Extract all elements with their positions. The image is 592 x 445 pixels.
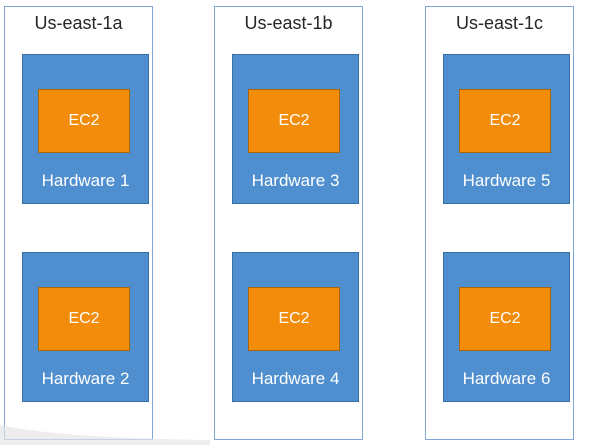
hardware-label: Hardware 1 <box>41 171 130 190</box>
hardware-label: Hardware 2 <box>41 369 130 388</box>
ec2-instance-box: EC2 <box>459 287 551 351</box>
ec2-label: EC2 <box>489 112 521 129</box>
ec2-label: EC2 <box>278 112 310 129</box>
ec2-label: EC2 <box>68 310 100 327</box>
hardware-label: Hardware 5 <box>462 171 551 190</box>
hardware-box: EC2 Hardware 6 <box>443 252 570 402</box>
hardware-box: EC2 Hardware 4 <box>232 252 359 402</box>
hardware-box: EC2 Hardware 1 <box>22 54 149 204</box>
availability-zone-us-east-1a: Us-east-1a EC2 Hardware 1 EC2 Hardware 2 <box>4 6 153 440</box>
ec2-label: EC2 <box>278 310 310 327</box>
hardware-label: Hardware 3 <box>251 171 340 190</box>
ec2-instance-box: EC2 <box>248 287 340 351</box>
hardware-label: Hardware 4 <box>251 369 340 388</box>
ec2-instance-box: EC2 <box>38 89 130 153</box>
ec2-label: EC2 <box>489 310 521 327</box>
ec2-instance-box: EC2 <box>459 89 551 153</box>
ec2-instance-box: EC2 <box>248 89 340 153</box>
zone-title: Us-east-1c <box>455 13 544 33</box>
hardware-box: EC2 Hardware 2 <box>22 252 149 402</box>
zone-title: Us-east-1a <box>34 13 123 33</box>
hardware-box: EC2 Hardware 3 <box>232 54 359 204</box>
ec2-instance-box: EC2 <box>38 287 130 351</box>
ec2-label: EC2 <box>68 112 100 129</box>
availability-zone-us-east-1b: Us-east-1b EC2 Hardware 3 EC2 Hardware 4 <box>214 6 363 440</box>
availability-zone-us-east-1c: Us-east-1c EC2 Hardware 5 EC2 Hardware 6 <box>425 6 574 440</box>
hardware-box: EC2 Hardware 5 <box>443 54 570 204</box>
hardware-label: Hardware 6 <box>462 369 551 388</box>
zone-title: Us-east-1b <box>244 13 333 33</box>
